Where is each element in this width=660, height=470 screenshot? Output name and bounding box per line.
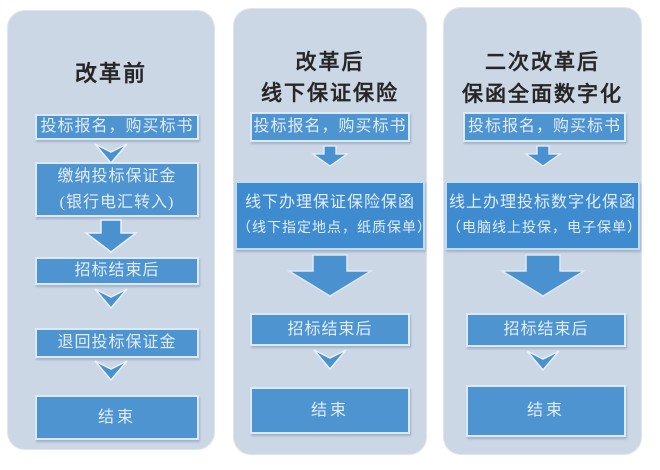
step-bid-registration: 投标报名，购买标书 — [35, 114, 199, 140]
step-end: 结束 — [35, 395, 199, 440]
panel-after-reform: 改革后 线下保证保险 投标报名，购买标书 线下办理保证保险保函 （线下指定地点，… — [233, 8, 432, 455]
step-label: 结束 — [97, 408, 136, 426]
step-label: 缴纳投标保证金 — [57, 167, 177, 185]
chevron-down-icon — [94, 288, 128, 309]
step-bid-registration: 投标报名，购买标书 — [463, 112, 626, 142]
step-end: 结束 — [466, 385, 626, 437]
block-arrow-down-icon — [310, 145, 350, 167]
step-sublabel: （电脑线上投保，电子保单） — [447, 220, 642, 236]
step-label: 投标报名，购买标书 — [253, 118, 407, 135]
step-after-bidding: 招标结束后 — [250, 313, 410, 346]
column-subtitle: 保函全面数字化 — [462, 82, 623, 106]
step-label: 投标报名，购买标书 — [40, 118, 194, 135]
panel-second-reform: 二次改革后 保函全面数字化 投标报名，购买标书 线上办理投标数字化保函 （电脑线… — [443, 7, 642, 455]
step-after-bidding: 招标结束后 — [35, 257, 199, 285]
step-offline-insurance-guarantee: 线下办理保证保险保函 （线下指定地点，纸质保单） — [235, 181, 432, 250]
step-after-bidding: 招标结束后 — [466, 313, 626, 347]
step-label: 线下办理保证保险保函 — [244, 193, 415, 211]
step-label: 招标结束后 — [503, 321, 589, 338]
column-title: 改革前 — [74, 61, 147, 86]
block-arrow-down-icon — [83, 219, 139, 253]
step-label: 招标结束后 — [287, 320, 373, 338]
step-label: 结束 — [310, 401, 349, 419]
step-online-digital-guarantee: 线上办理投标数字化保函 （电脑线上投保，电子保单） — [445, 181, 642, 250]
step-label: 线上办理投标数字化保函 — [448, 193, 636, 211]
chevron-down-icon — [94, 143, 128, 164]
column-subtitle: 线下保证保险 — [261, 81, 399, 105]
step-label: 招标结束后 — [74, 262, 160, 279]
column-title: 二次改革后 — [485, 50, 600, 74]
chevron-down-icon — [525, 350, 560, 371]
block-arrow-down-icon — [498, 254, 587, 297]
step-sublabel: (银行电汇转入) — [59, 193, 175, 211]
block-arrow-down-icon — [523, 145, 563, 167]
step-label: 退回投标保证金 — [57, 334, 177, 351]
step-bid-registration: 投标报名，购买标书 — [250, 112, 410, 142]
column-title: 改革后 — [295, 50, 365, 74]
chevron-down-icon — [313, 349, 347, 370]
step-refund-deposit: 退回投标保证金 — [35, 328, 199, 358]
block-arrow-down-icon — [286, 254, 374, 297]
step-sublabel: （线下指定地点，纸质保单） — [237, 220, 432, 236]
step-pay-deposit: 缴纳投标保证金 (银行电汇转入) — [35, 162, 199, 217]
step-label: 投标报名，购买标书 — [467, 118, 621, 135]
step-end: 结束 — [250, 387, 410, 434]
step-label: 结束 — [526, 402, 565, 419]
panel-before-reform: 改革前 投标报名，购买标书 缴纳投标保证金 (银行电汇转入) 招标结束后 退回投… — [7, 10, 215, 450]
chevron-down-icon — [94, 360, 128, 381]
